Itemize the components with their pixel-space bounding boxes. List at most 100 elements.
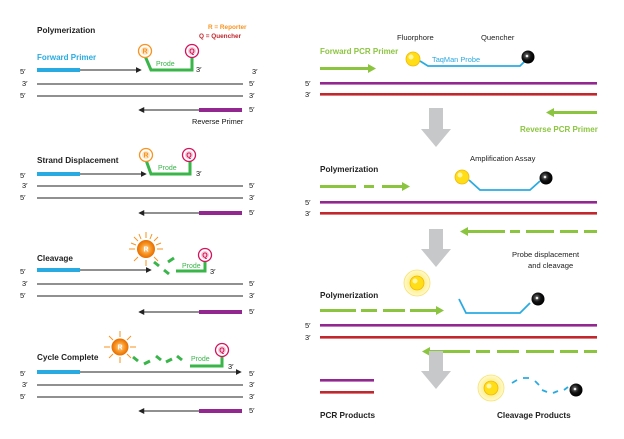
- legend-quencher: Q = Quencher: [199, 33, 242, 40]
- svg-text:Q: Q: [202, 253, 208, 260]
- svg-text:3′: 3′: [249, 193, 255, 202]
- svg-text:5′: 5′: [20, 369, 26, 378]
- reverse-primer: [199, 211, 242, 215]
- probe-label: Prode: [158, 165, 177, 172]
- svg-text:5′: 5′: [249, 406, 255, 415]
- svg-text:R: R: [117, 345, 122, 352]
- svg-text:5′: 5′: [20, 267, 26, 276]
- taqman-probe: [468, 179, 541, 191]
- svg-text:5′: 5′: [20, 171, 26, 180]
- bottom-strand: [320, 93, 597, 96]
- fluorophore-released-icon: [403, 269, 431, 297]
- probe: [144, 159, 192, 176]
- svg-text:R: R: [143, 247, 148, 254]
- svg-text:5′: 5′: [249, 369, 255, 378]
- quencher-icon: Q: [197, 247, 213, 263]
- forward-primer: [37, 172, 80, 176]
- quencher-icon: Q: [214, 342, 230, 358]
- svg-text:3′: 3′: [210, 267, 216, 276]
- svg-text:3′: 3′: [196, 169, 202, 178]
- reverse-pcr-primer-label: Reverse PCR Primer: [520, 125, 598, 134]
- svg-text:5′: 5′: [20, 291, 26, 300]
- svg-text:3′: 3′: [252, 67, 258, 76]
- forward-primer-extending: [320, 182, 410, 191]
- forward-primer-label: Forward Primer: [37, 53, 96, 62]
- cleaved-probe-fragments: [153, 256, 175, 276]
- quencher-black-icon: [539, 171, 553, 185]
- bottom-strand: [320, 212, 597, 215]
- svg-text:5′: 5′: [249, 279, 255, 288]
- panel-title: Polymerization: [37, 26, 95, 35]
- polymerization-label: Polymerization: [320, 291, 378, 300]
- reporter-icon: R: [137, 43, 153, 59]
- svg-text:3′: 3′: [22, 279, 28, 288]
- forward-primer: [37, 370, 80, 374]
- panel-title: Strand Displacement: [37, 156, 119, 165]
- pcr-product-bottom-strand: [320, 391, 374, 394]
- svg-text:3′: 3′: [305, 90, 311, 99]
- svg-text:5′: 5′: [305, 321, 311, 330]
- probe-displacement-label: Probe displacement: [512, 250, 580, 259]
- probe-label: Prode: [182, 263, 201, 270]
- forward-primer: [37, 68, 80, 72]
- step-arrow: [421, 108, 451, 147]
- svg-text:R: R: [142, 49, 147, 56]
- reverse-primer-label: Reverse Primer: [192, 117, 244, 126]
- svg-text:5′: 5′: [249, 181, 255, 190]
- cleaved-probe-fragments: [132, 354, 183, 366]
- svg-text:3′: 3′: [22, 181, 28, 190]
- svg-text:5′: 5′: [20, 392, 26, 401]
- reverse-pcr-primer-arrow: [546, 108, 597, 117]
- probe-label: Prode: [191, 356, 210, 363]
- svg-text:Q: Q: [219, 348, 225, 355]
- left-panel-cycle-complete: Cycle Complete R Prode 3′ Q 5′: [20, 331, 255, 415]
- forward-pcr-primer-arrow: [320, 64, 376, 73]
- left-panel-strand-displacement: Strand Displacement 5′ Prode 3′ R Q 3′ 5…: [20, 147, 255, 217]
- reverse-primer-extending: [460, 227, 597, 236]
- left-panel-cleavage: Cleavage R Prode 3′: [20, 232, 255, 316]
- svg-text:3′: 3′: [22, 79, 28, 88]
- reverse-primer-extending: [422, 347, 597, 356]
- probe-end-3: 3′: [196, 65, 202, 74]
- displaced-probe: [458, 298, 531, 314]
- fluorophore-icon: [405, 51, 421, 67]
- svg-text:5′: 5′: [249, 105, 255, 114]
- step-arrow: [421, 351, 451, 389]
- amplification-assay-label: Amplification Assay: [470, 154, 536, 163]
- probe-remainder: [190, 356, 224, 368]
- svg-text:5′: 5′: [305, 198, 311, 207]
- probe: [143, 55, 194, 72]
- svg-text:5′: 5′: [249, 307, 255, 316]
- fluorophore-label: Fluorphore: [397, 33, 434, 42]
- forward-primer-extending: [320, 306, 444, 315]
- right-panel-taqman: Fluorphore Quencher Forward PCR Primer T…: [305, 33, 598, 420]
- reporter-released-icon: R: [104, 331, 136, 363]
- reporter-released-icon: R: [129, 232, 163, 266]
- quencher-black-icon: [531, 292, 545, 306]
- svg-text:R: R: [143, 153, 148, 160]
- svg-text:3′: 3′: [249, 380, 255, 389]
- probe-remainder: [176, 260, 207, 273]
- taqman-probe: [419, 59, 527, 67]
- svg-text:5′: 5′: [249, 208, 255, 217]
- probe-cleavage-label: and cleavage: [528, 261, 573, 270]
- reverse-primer: [199, 409, 242, 413]
- fluorophore-icon: [454, 169, 470, 185]
- svg-text:5′: 5′: [20, 91, 26, 100]
- reverse-primer: [199, 108, 242, 112]
- panel-title: Cycle Complete: [37, 353, 99, 362]
- svg-text:5′: 5′: [305, 79, 311, 88]
- svg-text:3′: 3′: [228, 362, 234, 371]
- quencher-black-icon: [569, 383, 583, 397]
- taqman-probe-label: TaqMan Probe: [432, 55, 480, 64]
- svg-text:3′: 3′: [305, 333, 311, 342]
- polymerization-label: Polymerization: [320, 165, 378, 174]
- pcr-product-top-strand: [320, 379, 374, 382]
- reporter-icon: R: [138, 147, 154, 163]
- pcr-products-label: PCR Products: [320, 411, 375, 420]
- svg-text:Q: Q: [186, 153, 192, 160]
- quencher-icon: Q: [181, 147, 197, 163]
- panel-title: Cleavage: [37, 254, 73, 263]
- left-panel-polymerization: Polymerization R = Reporter Q = Quencher…: [20, 24, 258, 126]
